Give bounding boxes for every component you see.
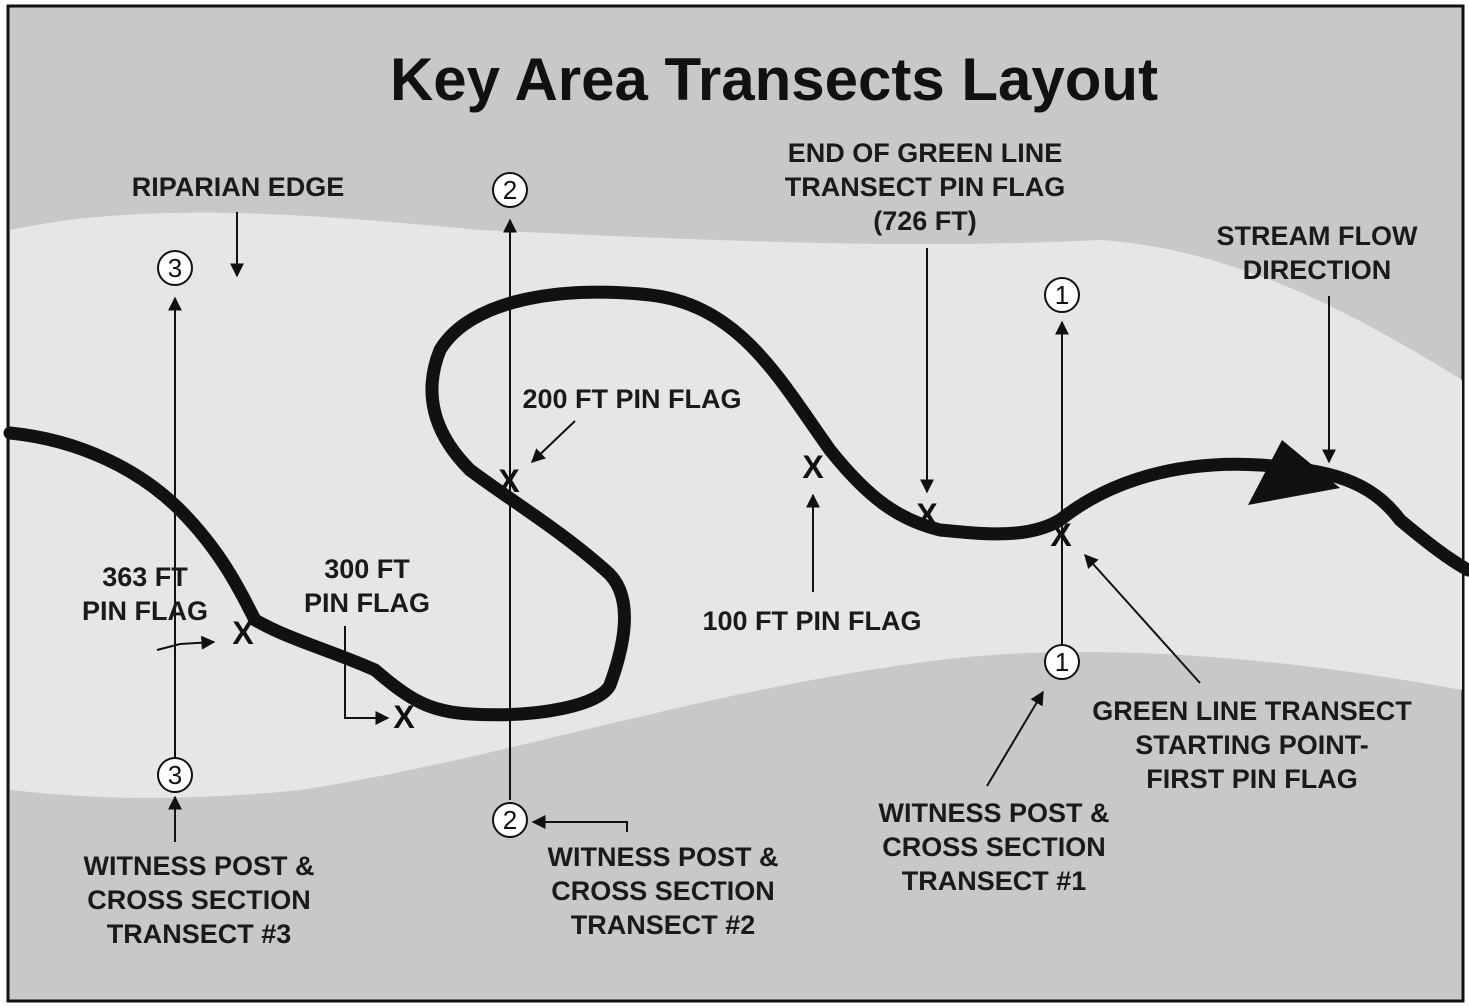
- transect-3-bottom-number: 3: [168, 760, 182, 790]
- witness-2-label: WITNESS POST & CROSS SECTION TRANSECT #2: [547, 842, 778, 940]
- green-line-start-line-3: FIRST PIN FLAG: [1146, 764, 1358, 794]
- pin-363-arrow: [156, 635, 216, 651]
- end-green-line-line-3: (726 FT): [873, 206, 977, 236]
- end-green-line-line-1: END OF GREEN LINE: [788, 138, 1063, 168]
- pin-300-arrow: [344, 626, 390, 725]
- end-green-line-line-2: TRANSECT PIN FLAG: [785, 172, 1066, 202]
- stream-flow-line-1: STREAM FLOW: [1217, 221, 1418, 251]
- pin-363-line-1: 363 FT: [102, 562, 188, 592]
- stream-flow-line-2: DIRECTION: [1243, 255, 1392, 285]
- riparian-edge-label: RIPARIAN EDGE: [132, 172, 345, 202]
- green-line-start-line-1: GREEN LINE TRANSECT: [1092, 696, 1412, 726]
- pin-flag-200-mark: X: [498, 463, 520, 499]
- diagram-title: Key Area Transects Layout: [390, 46, 1158, 113]
- transect-1-bottom-number: 1: [1055, 647, 1069, 677]
- pin-300-line-2: PIN FLAG: [304, 588, 430, 618]
- witness-1-label: WITNESS POST & CROSS SECTION TRANSECT #1: [878, 798, 1109, 896]
- transect-2-bottom-number: 2: [503, 805, 517, 835]
- witness-1-arrow: [986, 690, 1044, 787]
- end-green-line-label: END OF GREEN LINE TRANSECT PIN FLAG (726…: [785, 138, 1066, 236]
- witness-1-line-3: TRANSECT #1: [902, 866, 1087, 896]
- riparian-area: [10, 212, 1462, 798]
- witness-2-arrow: [531, 815, 628, 832]
- transect-2-top-marker: 2: [492, 172, 528, 208]
- transect-1-bottom-marker: 1: [1044, 644, 1080, 680]
- witness-1-line-2: CROSS SECTION: [882, 832, 1106, 862]
- transect-3-bottom-marker: 3: [157, 757, 193, 793]
- witness-1-line-1: WITNESS POST &: [878, 798, 1109, 828]
- witness-3-line-2: CROSS SECTION: [87, 885, 311, 915]
- stream-flow-arrowhead: [1248, 440, 1340, 505]
- green-line-start-line-2: STARTING POINT-: [1135, 730, 1369, 760]
- witness-2-line-1: WITNESS POST &: [547, 842, 778, 872]
- pin-300-line-1: 300 FT: [324, 554, 410, 584]
- pin-flag-300-mark: X: [393, 699, 415, 735]
- pin-flag-363-mark: X: [232, 615, 254, 651]
- witness-2-line-3: TRANSECT #2: [571, 910, 756, 940]
- pin-flag-100-mark: X: [802, 449, 824, 485]
- transect-1-top-marker: 1: [1044, 277, 1080, 313]
- pin-200-arrow: [530, 420, 576, 463]
- pin-flag-start-mark: X: [1050, 517, 1072, 553]
- pin-flag-726-mark: X: [916, 497, 938, 533]
- witness-3-line-1: WITNESS POST &: [83, 851, 314, 881]
- pin-363-line-2: PIN FLAG: [82, 596, 208, 626]
- transect-3-top-marker: 3: [157, 250, 193, 286]
- pin-200-label: 200 FT PIN FLAG: [522, 384, 741, 414]
- stream-channel: [3, 285, 1469, 722]
- transect-2-top-number: 2: [503, 175, 517, 205]
- transect-1-top-number: 1: [1055, 280, 1069, 310]
- witness-2-line-2: CROSS SECTION: [551, 876, 775, 906]
- pin-300-label: 300 FT PIN FLAG: [304, 554, 430, 618]
- pin-363-label: 363 FT PIN FLAG: [82, 562, 208, 626]
- transect-2-bottom-marker: 2: [492, 802, 528, 838]
- transect-3-top-number: 3: [168, 253, 182, 283]
- witness-3-line-3: TRANSECT #3: [107, 919, 292, 949]
- green-line-start-arrow: [1084, 553, 1201, 684]
- pin-100-label: 100 FT PIN FLAG: [702, 606, 921, 636]
- stream-flow-label: STREAM FLOW DIRECTION: [1217, 221, 1418, 285]
- green-line-start-label: GREEN LINE TRANSECT STARTING POINT- FIRS…: [1092, 696, 1412, 794]
- witness-3-label: WITNESS POST & CROSS SECTION TRANSECT #3: [83, 851, 314, 949]
